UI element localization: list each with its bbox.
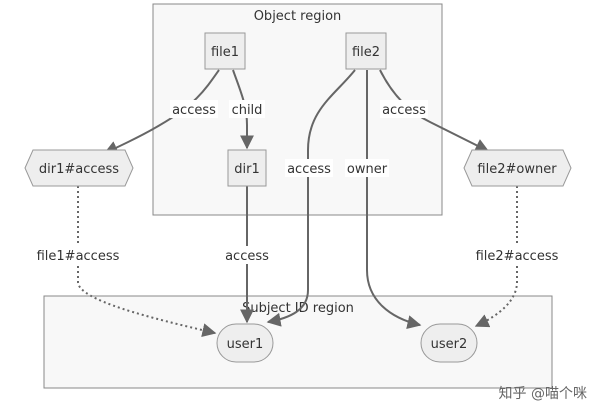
edge-label-access: access [225,249,269,264]
edge-labels: access child access owner access access … [37,100,559,264]
node-dir1-access-label: dir1#access [39,162,119,177]
node-dir1-access: dir1#access [24,149,134,187]
node-user1-label: user1 [227,337,264,352]
edge-label-access: access [382,103,426,118]
edge-label-owner: owner [347,162,388,177]
node-file2-owner: file2#owner [463,149,572,187]
node-user1: user1 [216,323,274,363]
edge-label-access: access [172,103,216,118]
edge-label-file2-access: file2#access [476,249,559,264]
edge-file2-file2owner [379,69,490,152]
edge-label-file1-access: file1#access [37,249,120,264]
node-file2: file2 [345,32,387,70]
region-subject-label: Subject ID region [242,301,354,316]
node-dir1-label: dir1 [234,162,259,177]
node-file2-label: file2 [352,45,380,60]
node-file1: file1 [204,32,246,70]
node-user2-label: user2 [431,337,468,352]
edge-label-access: access [287,162,331,177]
node-file1-label: file1 [211,45,239,60]
edge-file2owner-user2 [474,186,518,328]
node-dir1: dir1 [227,149,267,187]
edge-file2-user1 [266,69,356,327]
edge-file1-dir1access [103,69,220,154]
edge-label-child: child [232,103,263,118]
watermark: 知乎 @喵个咪 [499,385,587,402]
region-object-label: Object region [254,9,342,24]
edge-file2-user2 [366,70,422,329]
node-file2-owner-label: file2#owner [477,162,557,177]
node-user2: user2 [420,323,478,363]
